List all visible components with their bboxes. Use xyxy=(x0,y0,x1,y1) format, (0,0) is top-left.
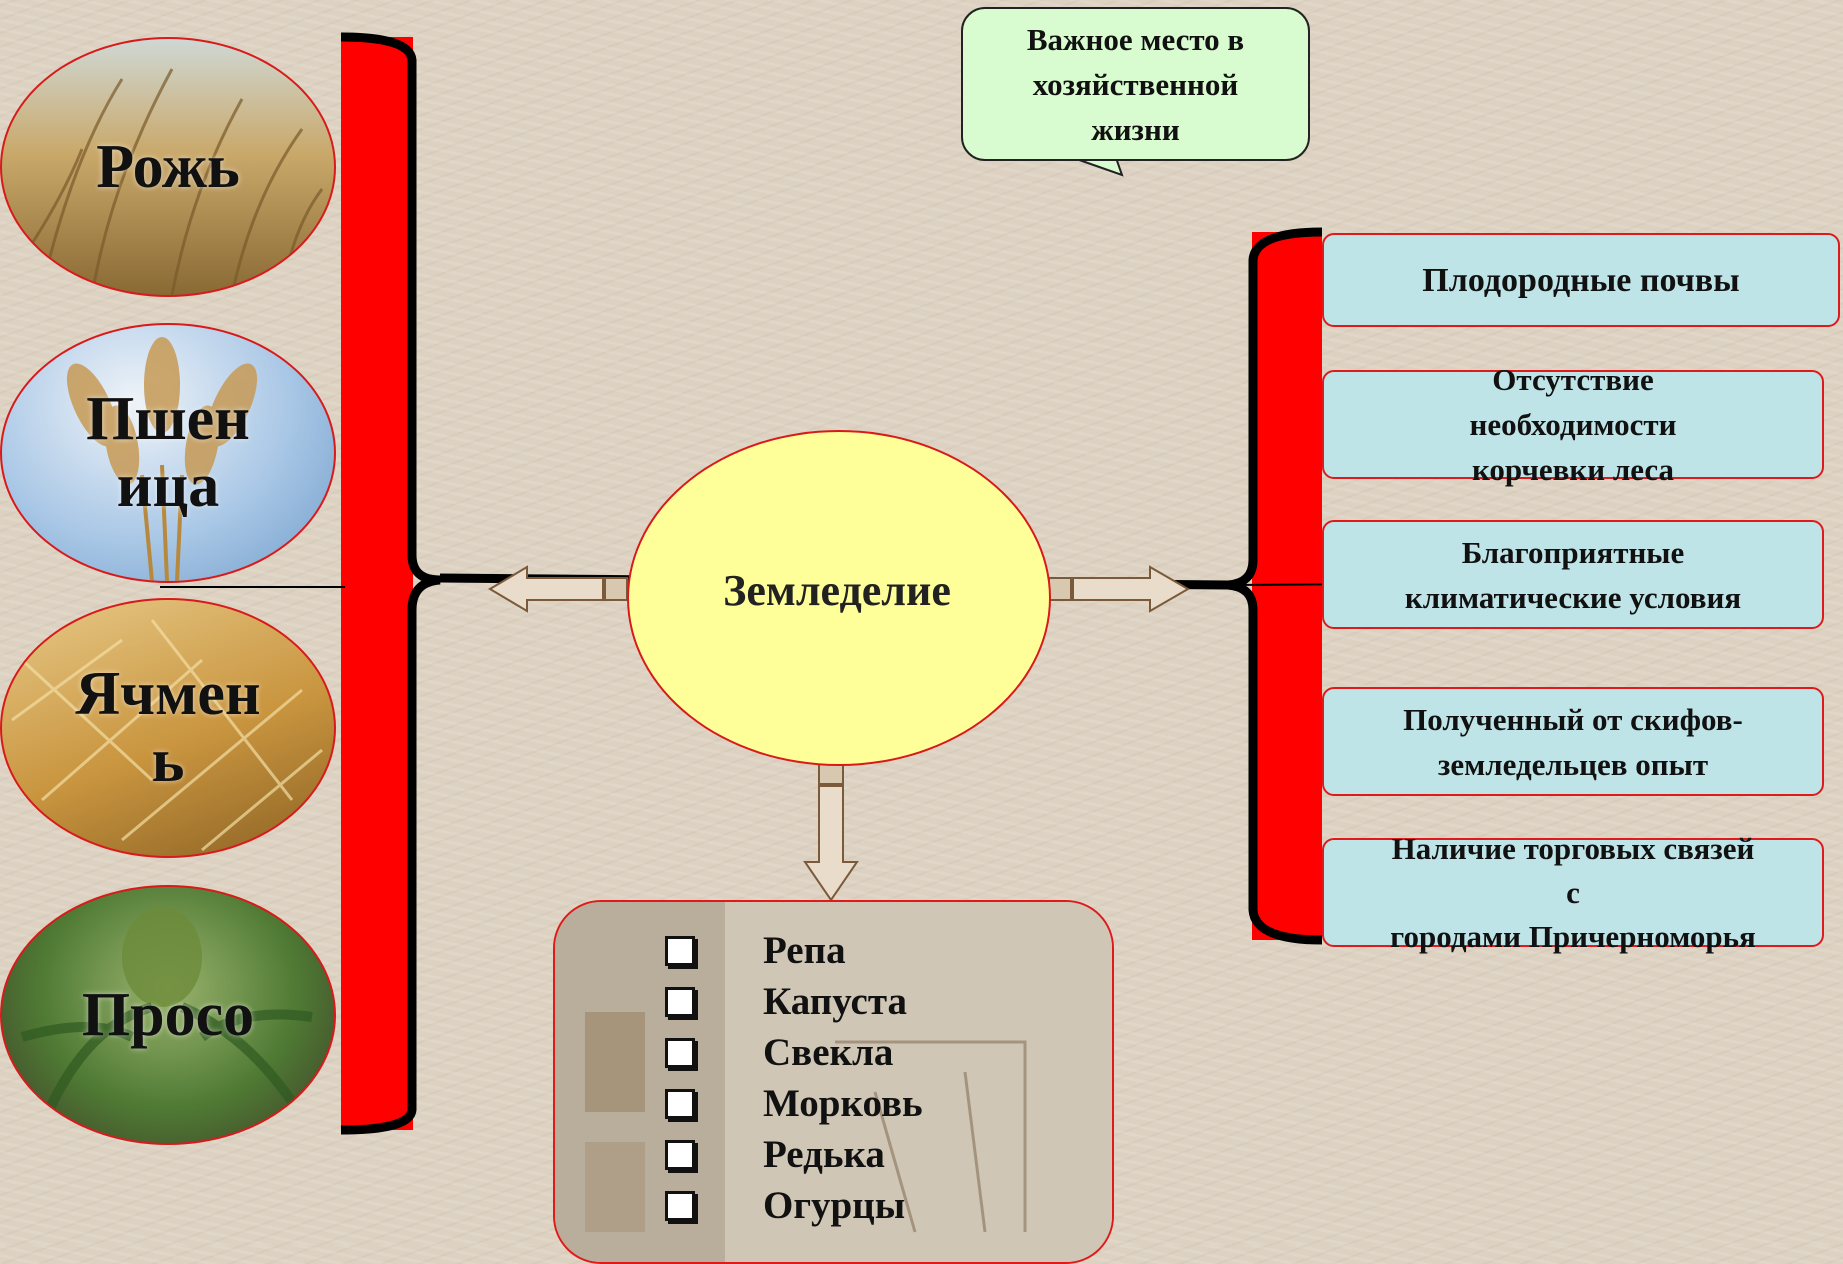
vegetables-list: Репа Капуста Свекла Морковь Редька Огурц… xyxy=(665,925,923,1231)
checkbox-bullet-icon xyxy=(665,1139,695,1170)
reason-box: Отсутствие необходимости корчевки леса xyxy=(1322,362,1824,487)
millet-photo xyxy=(20,907,313,1129)
reason-text: Наличие торговых связей с городами Приче… xyxy=(1390,830,1756,954)
list-item: Огурцы xyxy=(665,1180,923,1231)
grain-label: Пшен ица xyxy=(86,385,250,520)
reason-text: Отсутствие необходимости корчевки леса xyxy=(1469,362,1677,487)
barley-photo xyxy=(11,619,323,852)
grain-label: Рожь xyxy=(96,132,240,201)
grain-barley: Ячмен ь xyxy=(0,598,336,858)
center-node xyxy=(627,430,1051,766)
list-item: Морковь xyxy=(665,1078,923,1129)
vegetable-label: Свекла xyxy=(763,1031,894,1074)
list-item: Свекла xyxy=(665,1027,923,1078)
grain-millet: Просо xyxy=(0,885,336,1145)
grain-label: Ячмен ь xyxy=(75,660,261,795)
wheat-photo xyxy=(66,337,258,581)
rye-photo xyxy=(20,68,324,295)
checkbox-bullet-icon xyxy=(665,935,695,966)
down-arrow xyxy=(803,761,859,902)
grain-wheat: Пшен ица xyxy=(0,323,336,583)
list-item: Редька xyxy=(665,1129,923,1180)
callout-text: Важное место в хозяйственной жизни xyxy=(1026,21,1245,147)
left-arrow xyxy=(488,565,628,613)
vegetable-label: Репа xyxy=(763,929,846,972)
reason-box: Наличие торговых связей с городами Приче… xyxy=(1322,831,1824,954)
center-label: Земледелие xyxy=(723,566,951,615)
vegetable-label: Редька xyxy=(763,1133,885,1176)
right-bracket xyxy=(1252,232,1322,940)
grain-label: Просо xyxy=(81,980,255,1049)
reason-box: Плодородные почвы xyxy=(1322,233,1840,327)
vegetables-panel xyxy=(553,900,1114,1264)
grain-rye: Рожь xyxy=(0,37,336,297)
reason-box: Благоприятные климатические условия xyxy=(1322,520,1824,629)
callout-bubble: Важное место в хозяйственной жизни xyxy=(961,7,1310,161)
vegetable-label: Морковь xyxy=(763,1082,923,1125)
checkbox-bullet-icon xyxy=(665,1037,695,1068)
vegetable-label: Капуста xyxy=(763,980,907,1023)
right-arrow xyxy=(1048,565,1190,613)
list-item: Репа xyxy=(665,925,923,976)
reason-text: Плодородные почвы xyxy=(1422,261,1740,299)
checkbox-bullet-icon xyxy=(665,1190,695,1221)
museum-photo xyxy=(555,902,1112,1262)
left-bracket xyxy=(341,37,413,1130)
checkbox-bullet-icon xyxy=(665,1088,695,1119)
checkbox-bullet-icon xyxy=(665,986,695,1017)
reason-box: Полученный от скифов- земледельцев опыт xyxy=(1322,687,1824,796)
reason-text: Полученный от скифов- земледельцев опыт xyxy=(1403,701,1743,782)
list-item: Капуста xyxy=(665,976,923,1027)
vegetable-label: Огурцы xyxy=(763,1184,906,1227)
reason-text: Благоприятные климатические условия xyxy=(1404,534,1742,615)
